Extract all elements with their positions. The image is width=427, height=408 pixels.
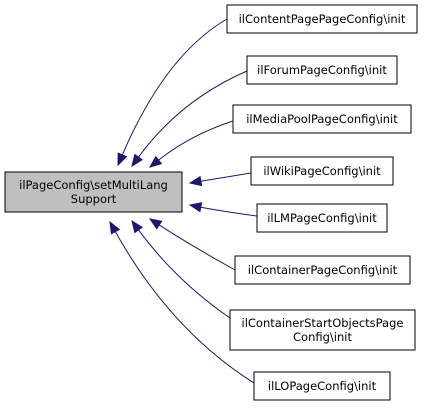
node-label: Config\init (293, 330, 352, 344)
arrowhead-icon (131, 153, 144, 168)
arrowhead-icon (109, 220, 121, 235)
node-label: ilForumPageConfig\init (257, 63, 387, 77)
arrowhead-icon (148, 155, 163, 168)
call-edge-wiki (188, 172, 252, 187)
caller-node-content[interactable]: ilContentPagePageConfig\init (226, 4, 418, 34)
node-box (4, 171, 183, 213)
node-label: ilContentPagePageConfig\init (239, 12, 406, 26)
node-label: ilLMPageConfig\init (267, 211, 377, 225)
call-edges (109, 18, 258, 384)
node-box (229, 309, 416, 351)
arrowhead-icon (117, 152, 128, 167)
arrowhead-icon (188, 202, 203, 213)
call-edge-forum (131, 70, 248, 168)
node-box (232, 104, 412, 134)
node-box (234, 255, 411, 285)
node-label: ilLOPageConfig\init (268, 379, 377, 393)
edge-line (137, 228, 231, 319)
caller-node-lo[interactable]: ilLOPageConfig\init (253, 371, 391, 401)
node-label: ilContainerPageConfig\init (248, 263, 398, 277)
edge-line (199, 172, 252, 182)
node-box (250, 156, 394, 186)
node-label: ilMediaPoolPageConfig\init (246, 112, 398, 126)
node-box (256, 203, 388, 233)
call-edge-mediapool (148, 120, 234, 168)
caller-node-container[interactable]: ilContainerPageConfig\init (234, 255, 411, 285)
call-edge-lm (188, 202, 258, 217)
node-box (246, 55, 398, 85)
call-edge-container (148, 218, 236, 271)
caller-node-lm[interactable]: ilLMPageConfig\init (256, 203, 388, 233)
caller-node-forum[interactable]: ilForumPageConfig\init (246, 55, 398, 85)
node-label: ilPageConfig\setMultiLang (19, 178, 168, 192)
caller-node-wiki[interactable]: ilWikiPageConfig\init (250, 156, 394, 186)
edge-line (157, 120, 234, 162)
node-box (226, 4, 418, 34)
node-label: Support (71, 192, 117, 206)
arrowhead-icon (188, 175, 203, 187)
edge-line (199, 206, 258, 217)
call-edge-content (117, 18, 228, 167)
node-label: ilWikiPageConfig\init (263, 164, 381, 178)
call-edge-containerstart (131, 219, 231, 319)
edge-line (158, 224, 236, 271)
edge-line (114, 230, 255, 384)
caller-node-mediapool[interactable]: ilMediaPoolPageConfig\init (232, 104, 412, 134)
arrowhead-icon (131, 219, 144, 234)
node-box (253, 371, 391, 401)
call-edge-lo (109, 220, 255, 384)
edge-line (121, 18, 228, 157)
node-label: ilContainerStartObjectsPage (242, 316, 404, 330)
edge-line (137, 70, 248, 159)
arrowhead-icon (148, 218, 163, 230)
